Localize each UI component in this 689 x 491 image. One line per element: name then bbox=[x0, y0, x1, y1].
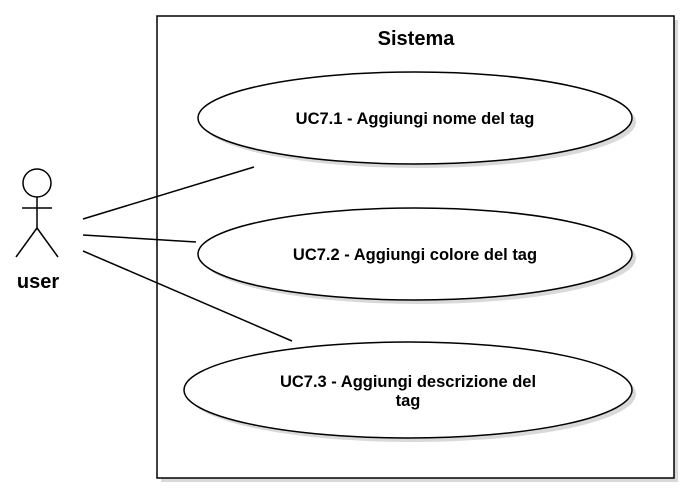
actor-right-leg bbox=[36, 227, 59, 258]
use-case-ellipse bbox=[197, 207, 633, 301]
use-case-label: UC7.2 - Aggiungi colore del tag bbox=[293, 246, 537, 264]
use-case-ellipse bbox=[197, 71, 633, 165]
use-case-label-line-1: UC7.3 - Aggiungi descrizione del bbox=[280, 373, 536, 391]
actor-head bbox=[22, 168, 52, 198]
use-case-uc7-2: UC7.2 - Aggiungi colore del tag bbox=[197, 207, 636, 304]
actor-user: user bbox=[15, 168, 59, 293]
use-case-label: UC7.1 - Aggiungi nome del tag bbox=[296, 110, 535, 128]
actor-left-leg bbox=[15, 227, 38, 258]
use-case-ellipse bbox=[183, 341, 633, 439]
association-uc7-2 bbox=[82, 234, 197, 243]
system-title: Sistema bbox=[378, 28, 456, 50]
association-uc7-1 bbox=[82, 166, 255, 220]
associations bbox=[82, 166, 293, 342]
use-case-uc7-3: UC7.3 - Aggiungi descrizione del tag bbox=[183, 341, 636, 442]
association-uc7-3 bbox=[82, 250, 293, 342]
actor-label: user bbox=[17, 271, 59, 293]
use-case-uc7-1: UC7.1 - Aggiungi nome del tag bbox=[197, 71, 636, 168]
use-case-label-line-2: tag bbox=[396, 392, 421, 410]
